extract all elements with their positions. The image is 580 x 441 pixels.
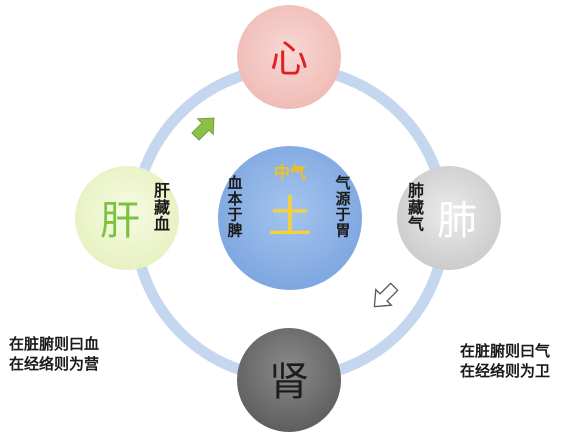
lung-char: 肺 xyxy=(437,198,477,244)
liver-side-text: 肝藏血 xyxy=(154,181,170,234)
left-note-line-1: 在脏腑则曰血 xyxy=(9,335,100,353)
lung-side-text: 肺藏气 xyxy=(407,181,424,234)
left-note: 在脏腑则曰血 在经络则为营 xyxy=(9,334,99,374)
lung-node: 肺 肺藏气 xyxy=(397,166,501,270)
arrow-down-left-icon xyxy=(373,282,399,308)
heart-char: 心 xyxy=(270,37,308,81)
heart-node: 心 xyxy=(237,5,341,109)
center-char: 土 xyxy=(268,192,312,243)
right-note-line-1: 在脏腑则曰气 xyxy=(460,342,551,360)
center-left-text: 血本于脾 xyxy=(227,174,242,239)
liver-char: 肝 xyxy=(100,198,140,244)
arrow-up-right-icon xyxy=(191,117,215,141)
center-earth-node: 中气 土 血本于脾 气源于胃 xyxy=(218,146,362,290)
liver-node: 肝 肝藏血 xyxy=(75,166,179,270)
left-note-line-2: 在经络则为营 xyxy=(9,355,100,373)
right-note: 在脏腑则曰气 在经络则为卫 xyxy=(460,341,550,381)
center-right-text: 气源于胃 xyxy=(334,174,350,239)
center-label: 中气 xyxy=(274,163,306,182)
kidney-char: 肾 xyxy=(269,359,309,405)
right-note-line-2: 在经络则为卫 xyxy=(460,362,551,380)
kidney-node: 肾 xyxy=(237,328,341,432)
